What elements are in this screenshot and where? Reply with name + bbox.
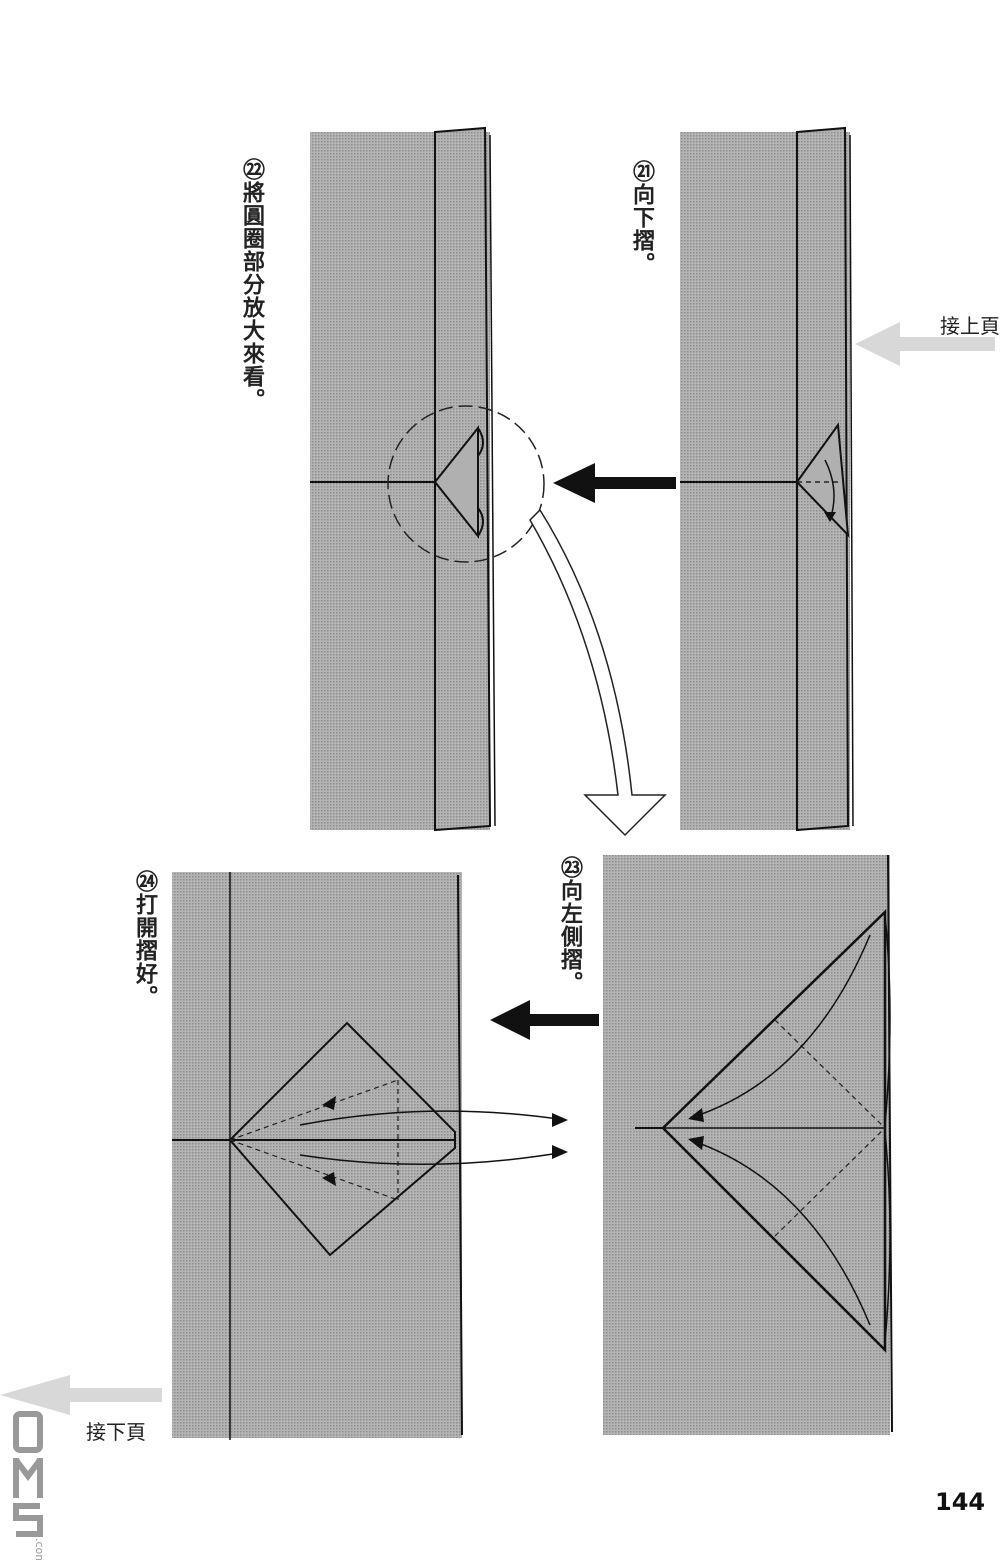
continued-from-arrow	[855, 322, 995, 366]
step-number: ㉓	[557, 856, 582, 879]
svg-text:.com: .com	[33, 1538, 46, 1560]
page-number: 144	[935, 1488, 986, 1516]
step-number: ㉒	[239, 158, 264, 181]
arrow-23-to-24	[490, 1000, 599, 1040]
continued-from-label: 接上頁	[940, 314, 1000, 338]
step-number: ㉑	[629, 160, 654, 183]
arrow-21-to-22	[553, 463, 676, 503]
step-23-panel	[603, 854, 893, 1435]
watermark-logo: .com	[13, 1411, 46, 1560]
step-text: 打開摺好。	[132, 893, 157, 1008]
step-text: 將圓圈部分放大來看。	[239, 181, 264, 411]
step-22-caption: ㉒將圓圈部分放大來看。	[239, 158, 264, 411]
step-24-caption: ㉔打開摺好。	[132, 870, 157, 1008]
step-22-panel	[310, 126, 545, 832]
step-21-panel	[680, 126, 854, 832]
step-text: 向下摺。	[629, 183, 654, 275]
step-21-caption: ㉑向下摺。	[629, 160, 654, 275]
enlarge-arrow	[529, 508, 667, 837]
step-text: 向左側摺。	[557, 879, 582, 994]
step-24-panel	[172, 872, 568, 1440]
step-number: ㉔	[132, 870, 157, 893]
step-23-caption: ㉓向左側摺。	[557, 856, 582, 994]
continued-to-arrow	[0, 1375, 162, 1415]
continued-to-label: 接下頁	[86, 1420, 146, 1444]
